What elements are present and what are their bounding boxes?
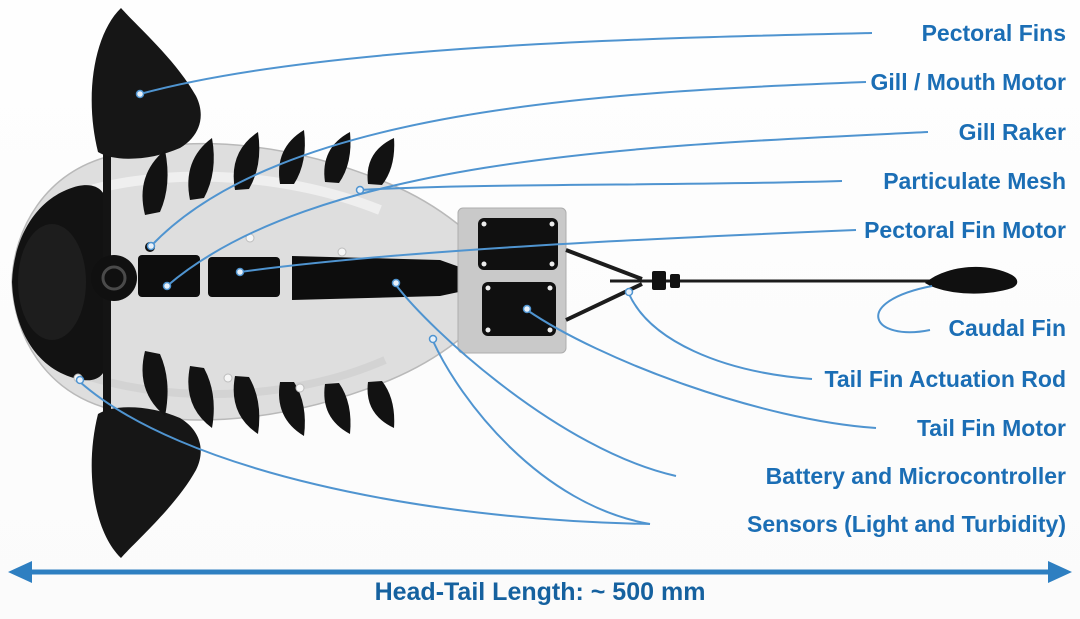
leader-tail-fin-motor [526, 309, 877, 429]
gill-slits-top [142, 130, 395, 215]
pectoral-fin-motor-part [478, 218, 558, 270]
label-gill-raker: Gill Raker [958, 119, 1066, 145]
rod-connector [652, 271, 680, 290]
gill-mouth-motor-part [91, 242, 200, 301]
leader-sensors-b [432, 340, 651, 525]
label-gill-mouth-motor: Gill / Mouth Motor [870, 69, 1066, 95]
label-caudal-fin: Caudal Fin [948, 315, 1066, 341]
tail-housing [457, 207, 567, 354]
pectoral-fin-top [91, 8, 201, 159]
pectoral-fin-bottom [91, 407, 201, 558]
label-particulate-mesh: Particulate Mesh [883, 168, 1066, 194]
label-tail-fin-motor: Tail Fin Motor [916, 415, 1066, 441]
caudal-fin-part [925, 266, 1018, 294]
label-sensors: Sensors (Light and Turbidity) [746, 511, 1066, 537]
dimension-arrow [8, 561, 1072, 583]
leader-pectoral-fin-motor [239, 229, 857, 273]
dimension-label: Head-Tail Length: ~ 500 mm [374, 578, 706, 606]
leader-tail-rod [628, 293, 813, 380]
leader-particulate-mesh [359, 180, 843, 191]
leader-lines [79, 32, 933, 525]
actuation-rod [565, 248, 940, 322]
leader-gill-mouth-motor [150, 81, 867, 247]
leader-gill-raker [166, 131, 929, 287]
gill-raker-part [208, 257, 280, 297]
leader-battery [395, 284, 677, 477]
leader-sensors-a [79, 381, 651, 525]
label-pectoral-fin-motor: Pectoral Fin Motor [864, 217, 1066, 243]
label-pectoral-fins: Pectoral Fins [921, 20, 1066, 46]
label-tail-fin-actuation-rod: Tail Fin Actuation Rod [824, 366, 1066, 392]
leader-caudal-fin [877, 285, 933, 334]
leader-dots [75, 89, 634, 385]
battery-part [292, 256, 468, 300]
tail-fin-motor-part [482, 282, 556, 336]
label-battery-microcontroller: Battery and Microcontroller [765, 463, 1066, 489]
fish-head [12, 185, 107, 381]
gill-slits-bottom [142, 351, 395, 436]
leader-pectoral-fins [139, 32, 873, 95]
